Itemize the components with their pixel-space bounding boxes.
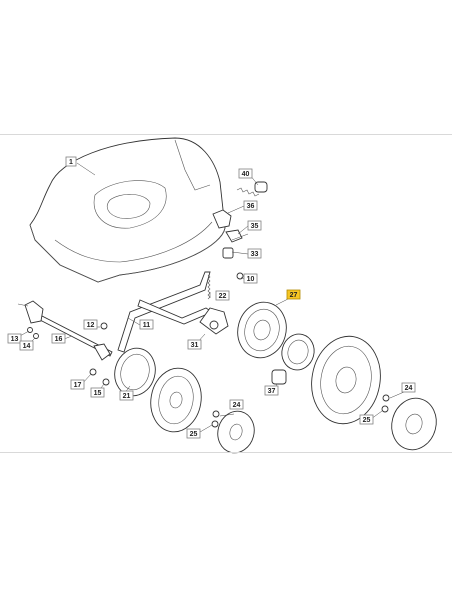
svg-text:35: 35 bbox=[251, 223, 259, 230]
label-12: 12 bbox=[83, 319, 98, 330]
label-33: 33 bbox=[247, 248, 262, 259]
svg-text:17: 17 bbox=[74, 382, 82, 389]
bracket-part bbox=[212, 209, 243, 243]
label-25-rear: 25 bbox=[359, 414, 374, 425]
lever-bracket bbox=[199, 307, 229, 335]
rear-hub-cap bbox=[391, 397, 437, 451]
svg-text:40: 40 bbox=[242, 171, 250, 178]
bottom-divider bbox=[0, 452, 452, 453]
label-35: 35 bbox=[247, 220, 262, 231]
label-17: 17 bbox=[70, 379, 85, 390]
svg-text:1: 1 bbox=[69, 159, 73, 166]
small-hardware bbox=[27, 322, 390, 428]
label-16: 16 bbox=[51, 333, 66, 344]
front-hub-cap bbox=[217, 410, 255, 454]
label-21: 21 bbox=[119, 390, 134, 401]
pivot-parts bbox=[222, 247, 244, 280]
svg-text:15: 15 bbox=[94, 390, 102, 397]
gear-ring bbox=[281, 333, 315, 371]
svg-text:24: 24 bbox=[405, 385, 413, 392]
svg-text:37: 37 bbox=[268, 388, 276, 395]
svg-text:31: 31 bbox=[191, 342, 199, 349]
svg-text:11: 11 bbox=[143, 322, 151, 329]
svg-text:33: 33 bbox=[251, 251, 259, 258]
top-divider bbox=[0, 134, 452, 135]
label-13: 13 bbox=[7, 333, 22, 344]
rear-wheel bbox=[311, 335, 381, 425]
label-27: 27 bbox=[286, 289, 301, 300]
svg-text:22: 22 bbox=[219, 293, 227, 300]
label-31: 31 bbox=[187, 339, 202, 350]
label-14: 14 bbox=[19, 340, 34, 351]
label-22: 22 bbox=[215, 290, 230, 301]
pinion-gear bbox=[271, 369, 287, 385]
label-10: 10 bbox=[243, 273, 258, 284]
svg-text:36: 36 bbox=[247, 203, 255, 210]
label-1: 1 bbox=[65, 156, 77, 167]
wheel-cover bbox=[237, 301, 287, 359]
callout-labels: 1 40 36 35 33 10 27 22 11 12 31 13 14 16… bbox=[7, 156, 416, 439]
svg-text:10: 10 bbox=[247, 276, 255, 283]
svg-text:25: 25 bbox=[190, 431, 198, 438]
label-15: 15 bbox=[90, 387, 105, 398]
front-wheel bbox=[150, 367, 202, 433]
label-40: 40 bbox=[238, 168, 253, 179]
svg-text:14: 14 bbox=[23, 343, 31, 350]
svg-text:24: 24 bbox=[233, 402, 241, 409]
spring-22 bbox=[207, 274, 211, 300]
spring-part bbox=[236, 181, 268, 197]
svg-text:21: 21 bbox=[123, 393, 131, 400]
front-axle bbox=[17, 300, 113, 361]
svg-text:13: 13 bbox=[11, 336, 19, 343]
label-24-rear: 24 bbox=[401, 382, 416, 393]
label-11: 11 bbox=[139, 319, 154, 330]
svg-text:25: 25 bbox=[363, 417, 371, 424]
svg-text:12: 12 bbox=[87, 322, 95, 329]
mower-deck bbox=[29, 137, 226, 283]
label-24-front: 24 bbox=[229, 399, 244, 410]
label-25-front: 25 bbox=[186, 428, 201, 439]
label-37: 37 bbox=[264, 385, 279, 396]
svg-text:27: 27 bbox=[290, 292, 298, 299]
svg-text:16: 16 bbox=[55, 336, 63, 343]
label-36: 36 bbox=[243, 200, 258, 211]
